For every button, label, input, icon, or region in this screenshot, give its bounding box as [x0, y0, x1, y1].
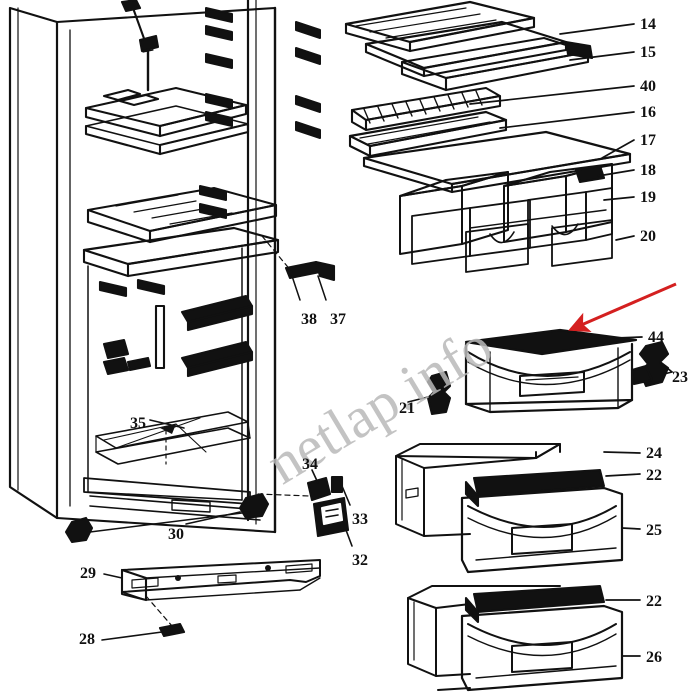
- hinge-hardware-37-38: [261, 235, 336, 301]
- callout-40: 40: [640, 78, 656, 95]
- cabinet-body: [8, 0, 277, 534]
- callout-32: 32: [352, 552, 368, 569]
- callout-33: 33: [352, 511, 368, 528]
- part-21-support-clip: [407, 370, 452, 416]
- callout-23: 23: [672, 369, 688, 386]
- callout-34: 34: [302, 456, 318, 473]
- base-hardware-32-33-34: [257, 469, 353, 547]
- callout-25: 25: [646, 522, 662, 539]
- callout-38: 38: [301, 311, 317, 328]
- callout-19: 19: [640, 189, 656, 206]
- callout-21: 21: [399, 400, 415, 417]
- part-44-middle-drawer: [464, 328, 638, 414]
- callout-26: 26: [646, 649, 662, 666]
- leveling-feet: [64, 492, 270, 544]
- part-15-glass-shelf: [364, 20, 594, 92]
- parts-22-26-drawer-assembly: [407, 585, 624, 692]
- callout-35: 35: [130, 415, 146, 432]
- part-17-glass-shelf: [362, 130, 632, 194]
- toe-kick-grille: [101, 559, 321, 641]
- cabinet-lower-compartment: [82, 226, 280, 521]
- parts-18-19-crisper-bins: [399, 163, 613, 273]
- leader-35: [149, 419, 185, 429]
- callout-22-lower: 22: [646, 593, 662, 610]
- callout-leaders: [469, 23, 673, 657]
- callout-16: 16: [640, 104, 656, 121]
- part-14-shelf-rail: [344, 0, 536, 53]
- callout-37: 37: [330, 311, 346, 328]
- callout-14: 14: [640, 16, 656, 33]
- callout-44: 44: [648, 329, 664, 346]
- callout-15: 15: [640, 44, 656, 61]
- callout-18: 18: [640, 162, 656, 179]
- callout-20: 20: [640, 228, 656, 245]
- callout-30: 30: [168, 526, 184, 543]
- callout-17: 17: [640, 132, 656, 149]
- door-rail-strips: [199, 7, 321, 219]
- callout-22-upper: 22: [646, 467, 662, 484]
- callout-24: 24: [646, 445, 662, 462]
- part-16-shelf-rail: [348, 110, 508, 158]
- callout-28: 28: [79, 631, 95, 648]
- parts-24-22-25-drawer-assembly: [395, 443, 624, 574]
- callout-29: 29: [80, 565, 96, 582]
- part-23-support-bracket: [630, 340, 673, 388]
